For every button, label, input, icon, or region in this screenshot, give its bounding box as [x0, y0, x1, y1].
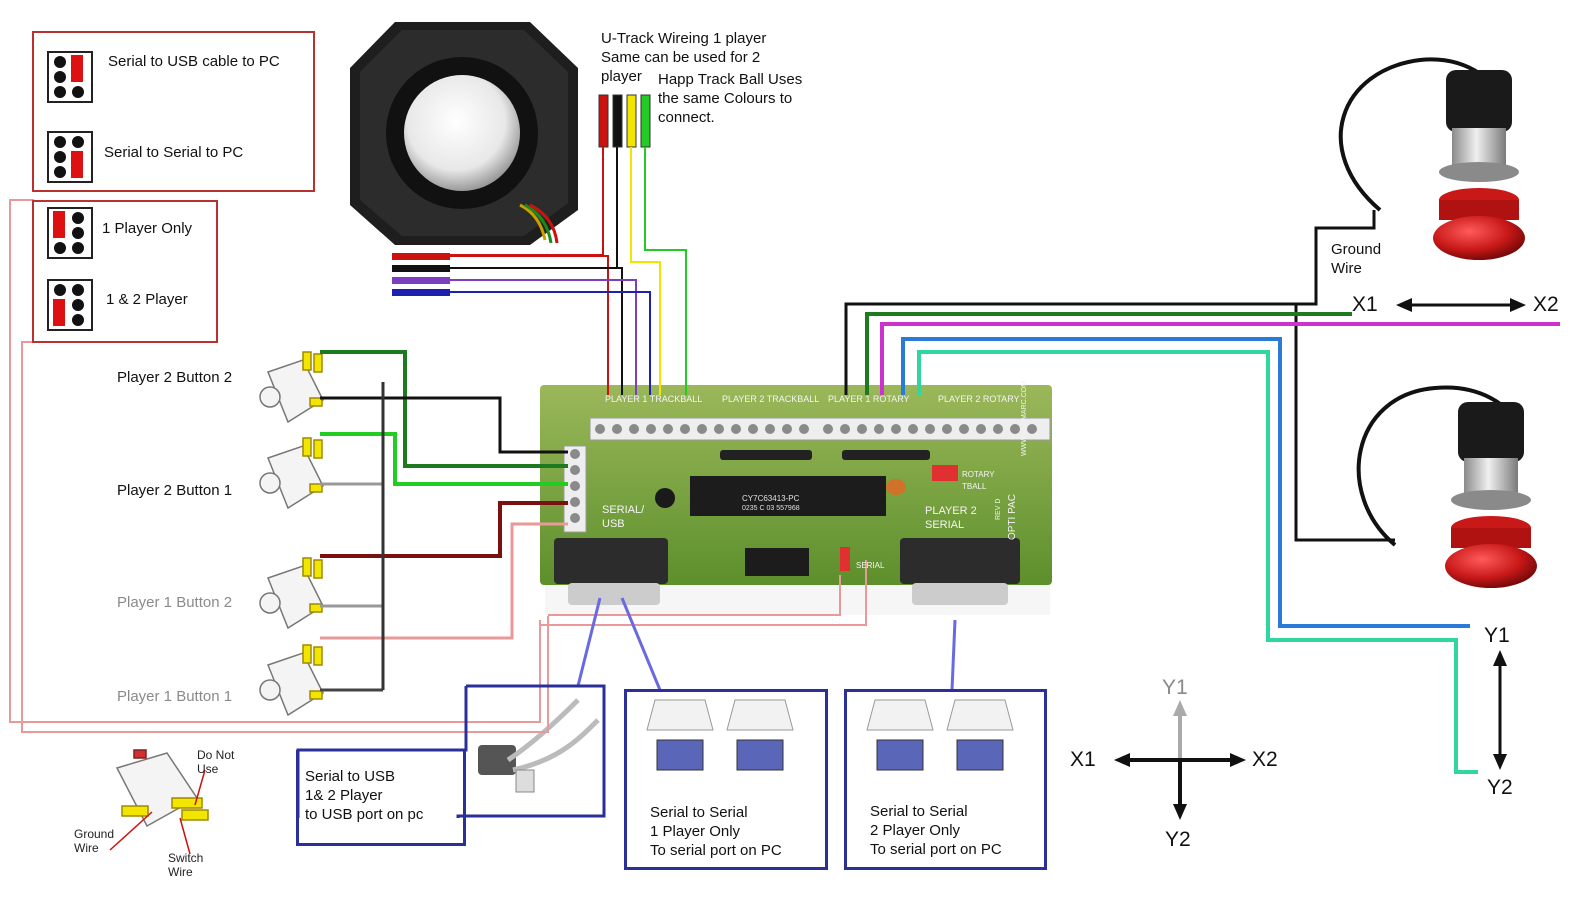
axis-x1-top-label: X1 [1352, 293, 1378, 316]
box-serial-usb-text: Serial to USB 1& 2 Player to USB port on… [305, 768, 424, 823]
legend-serial-serial-label: Serial to Serial to PC [104, 144, 244, 161]
utrack-wiring-note: U-Track Wireing 1 player Same can be use… [601, 30, 767, 85]
board-serial-tag-text: SERIAL [856, 561, 885, 570]
cross-y2-label: Y2 [1165, 828, 1191, 851]
ground-wire-rotary-label: Ground Wire [1331, 241, 1382, 277]
legend-box-cable-mode [32, 31, 315, 192]
cross-y1-label: Y1 [1162, 676, 1188, 699]
switch-wire-label: Switch Wire [168, 851, 204, 879]
cross-x1-label: X1 [1070, 748, 1096, 771]
board-header-p1-trackball: PLAYER 1 TRACKBALL [605, 394, 703, 404]
board-brand-text: WWW.ULTIMARC.COM [1021, 381, 1028, 456]
board-header-p2-trackball: PLAYER 2 TRACKBALL [722, 394, 820, 404]
board-serial-usb-text: SERIAL/ USB [602, 504, 645, 530]
box-serial-serial-1p [624, 689, 828, 870]
trackball-unit [350, 22, 578, 245]
player1-button2-label: Player 1 Button 2 [117, 594, 233, 611]
board-chip-text: CY7C63413-PC [742, 494, 800, 503]
cross-x2-label: X2 [1252, 748, 1278, 771]
do-not-use-label: Do Not Use [197, 748, 235, 776]
axis-x2-top-label: X2 [1533, 293, 1559, 316]
legend-serial-usb-label: Serial to USB cable to PC [108, 53, 280, 70]
rotary-spinner-bottom [1356, 385, 1537, 588]
ground-wire-small-label: Ground Wire [74, 827, 115, 855]
happ-trackball-note: Happ Track Ball Uses the same Colours to… [658, 71, 803, 126]
player1-button1-label: Player 1 Button 1 [117, 688, 233, 705]
board-rev-text: REV D [995, 498, 1002, 520]
board-header-p2-rotary: PLAYER 2 ROTARY [938, 394, 1020, 404]
player2-button1-label: Player 2 Button 1 [117, 482, 233, 499]
rotary-spinner-top [1338, 57, 1525, 260]
box-serial-usb-lower [296, 750, 466, 846]
board-player2-serial-text: PLAYER 2 SERIAL [925, 505, 977, 531]
player2-button2-label: Player 2 Button 2 [117, 369, 233, 386]
legend-one-player-label: 1 Player Only [102, 220, 193, 237]
axis-y2-right-label: Y2 [1487, 776, 1513, 799]
box-serial-serial-1p-text: Serial to Serial 1 Player Only To serial… [650, 804, 782, 859]
board-chip-sub-text: 0235 C 03 557968 [742, 505, 800, 512]
board-header-p1-rotary: PLAYER 1 ROTARY [828, 394, 910, 404]
board-model-text: OPTI PAC [1007, 494, 1018, 540]
board-trackball-text: TBALL [962, 482, 987, 491]
legend-one-two-player-label: 1 & 2 Player [106, 291, 188, 308]
axis-y1-right-label: Y1 [1484, 624, 1510, 647]
box-serial-serial-2p-text: Serial to Serial 2 Player Only To serial… [870, 803, 1002, 858]
